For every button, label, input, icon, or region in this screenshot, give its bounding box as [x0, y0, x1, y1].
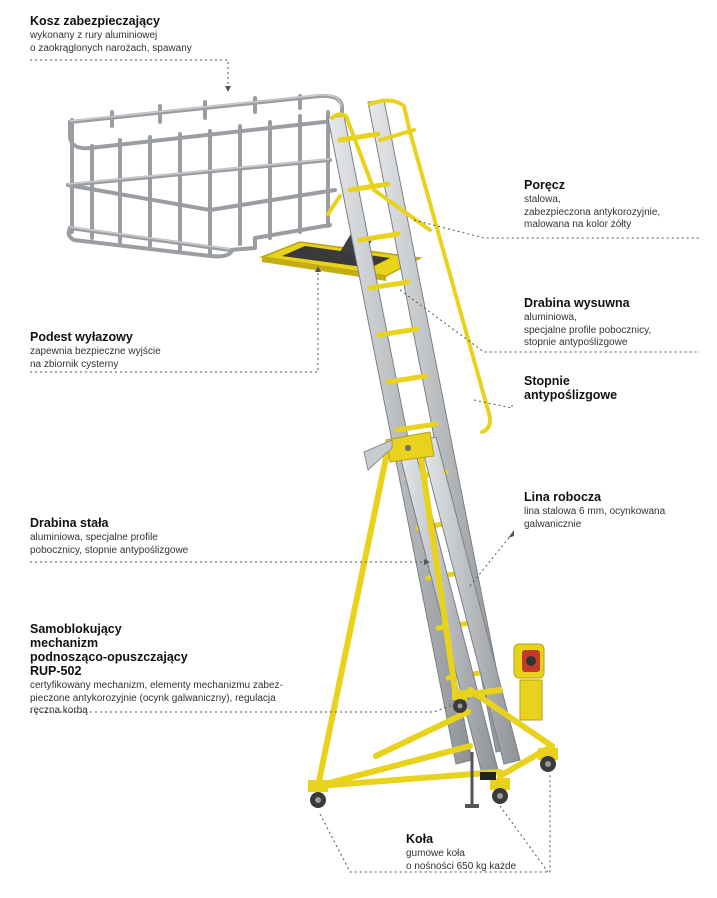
label-porecz-title: Poręcz — [524, 178, 565, 192]
callout-podest — [30, 272, 319, 373]
label-mechanizm-desc: certyfikowany mechanizm, elementy mechan… — [30, 680, 283, 716]
callout-lina — [469, 533, 513, 587]
label-kola-title: Koła — [406, 832, 434, 846]
cage-highlight — [67, 94, 342, 250]
label-kosz-desc: wykonany z rury aluminiowej o zaokrąglon… — [30, 30, 192, 54]
label-stopnie-title: Stopnie antypoślizgowe — [524, 374, 618, 402]
label-drabina-wysuwna: Drabina wysuwna aluminiowa, specjalne pr… — [524, 296, 709, 350]
callout-stopnie — [473, 399, 513, 409]
label-porecz-desc: stalowa, zabezpieczona antykorozyjnie, m… — [524, 194, 661, 230]
label-porecz: Poręcz stalowa, zabezpieczona antykorozy… — [524, 178, 709, 232]
label-kosz: Kosz zabezpieczający wykonany z rury alu… — [30, 14, 270, 55]
handrail — [326, 98, 492, 434]
callout-kosz — [30, 59, 229, 86]
label-kola: Koła gumowe koła o nośności 650 kg każde — [406, 832, 566, 873]
label-podest-desc: zapewnia bezpieczne wyjście na zbiornik … — [30, 346, 161, 370]
label-lina-title: Lina robocza — [524, 490, 602, 504]
label-mechanizm-title: Samoblokujący mechanizm podnosząco-opusz… — [30, 622, 188, 678]
label-drabina-wysuwna-desc: aluminiowa, specjalne profile pobocznicy… — [524, 312, 652, 348]
label-lina-desc: lina stalowa 6 mm, ocynkowana galwaniczn… — [524, 506, 666, 530]
callout-porecz — [413, 219, 700, 239]
label-drabina-stala-title: Drabina stała — [30, 516, 109, 530]
label-drabina-stala: Drabina stała aluminiowa, specjalne prof… — [30, 516, 250, 557]
label-podest: Podest wyłazowy zapewnia bezpieczne wyjś… — [30, 330, 250, 371]
callout-kola — [319, 774, 551, 873]
safety-cage — [66, 93, 344, 259]
wheels — [308, 690, 558, 808]
label-drabina-wysuwna-title: Drabina wysuwna — [524, 296, 630, 310]
winch-mechanism — [513, 643, 545, 721]
label-kola-desc: gumowe koła o nośności 650 kg każde — [406, 848, 517, 872]
callout-arrowheads — [225, 86, 514, 565]
callout-lines — [30, 59, 700, 873]
label-stopnie: Stopnie antypoślizgowe — [524, 374, 709, 402]
label-podest-title: Podest wyłazowy — [30, 330, 133, 344]
label-kosz-title: Kosz zabezpieczający — [30, 14, 160, 28]
label-drabina-stala-desc: aluminiowa, specjalne profile pobocznicy… — [30, 532, 189, 556]
label-mechanizm: Samoblokujący mechanizm podnosząco-opusz… — [30, 622, 290, 718]
frame-head — [363, 431, 435, 471]
label-lina: Lina robocza lina stalowa 6 mm, ocynkowa… — [524, 490, 709, 531]
